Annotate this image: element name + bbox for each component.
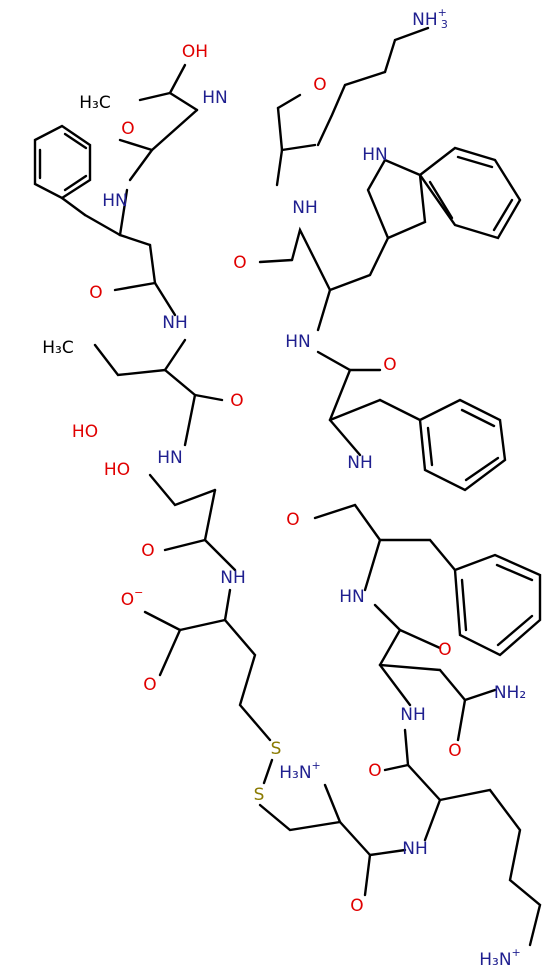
atom-label-o_9: O bbox=[438, 640, 451, 660]
atom-label-s_1: S bbox=[271, 739, 282, 759]
atom-label-nh_3: NH bbox=[292, 198, 318, 218]
atom-label-o_3: O bbox=[233, 253, 246, 273]
atom-label-ho_ser: HO bbox=[104, 460, 130, 480]
atom-label-n_h3plus: H₃N+ bbox=[279, 759, 321, 783]
atom-labels: NH+3OH H₃C HN O O HN HN NH O O NH HN H₃C O O HO HN HO NH O O… bbox=[42, 6, 526, 970]
atom-label-n_top: NH+3 bbox=[412, 6, 448, 31]
atom-label-hn_indole: HN bbox=[362, 145, 388, 165]
atom-label-oh_thr1: OH bbox=[182, 42, 208, 62]
atom-label-ho_thr2: HO bbox=[72, 422, 98, 442]
carbon-bonds bbox=[33, 26, 542, 947]
atom-label-o_8: O bbox=[141, 541, 154, 561]
atom-label-nh_11: NH bbox=[402, 839, 428, 859]
atom-label-hn_2: HN bbox=[102, 191, 128, 211]
atom-label-o_13: O bbox=[350, 896, 363, 916]
atom-label-o_12: O bbox=[368, 761, 381, 781]
atom-label-nh_8: NH bbox=[220, 568, 246, 588]
atom-label-o_minus: O− bbox=[121, 586, 144, 610]
atom-label-nh2: NH₂ bbox=[494, 683, 526, 703]
atom-label-hn_5: HN bbox=[285, 332, 311, 352]
atom-label-hn_9: HN bbox=[339, 587, 365, 607]
atom-label-o_10: O bbox=[143, 675, 156, 695]
atom-label-o_2: O bbox=[121, 119, 134, 139]
atom-label-o_6: O bbox=[230, 391, 243, 411]
atom-label-o_1: O bbox=[313, 75, 326, 95]
atom-label-nh_7: NH bbox=[347, 453, 373, 473]
atom-label-s_2: S bbox=[254, 785, 265, 805]
atom-label-o_4: O bbox=[89, 283, 102, 303]
atom-label-o_7: O bbox=[286, 510, 299, 530]
atom-label-nh_10: NH bbox=[400, 705, 426, 725]
atom-label-n_bottom: H₃N+ bbox=[479, 946, 521, 970]
atom-label-ch3_thr1: H₃C bbox=[79, 93, 110, 113]
atom-label-ch3_thr2: H₃C bbox=[42, 338, 73, 358]
atom-label-hn_6: HN bbox=[157, 448, 183, 468]
atom-label-o_5: O bbox=[383, 355, 396, 375]
atom-label-nh_1: HN bbox=[202, 88, 228, 108]
atom-label-o_11: O bbox=[448, 741, 461, 761]
atom-label-nh_4: NH bbox=[162, 313, 188, 333]
